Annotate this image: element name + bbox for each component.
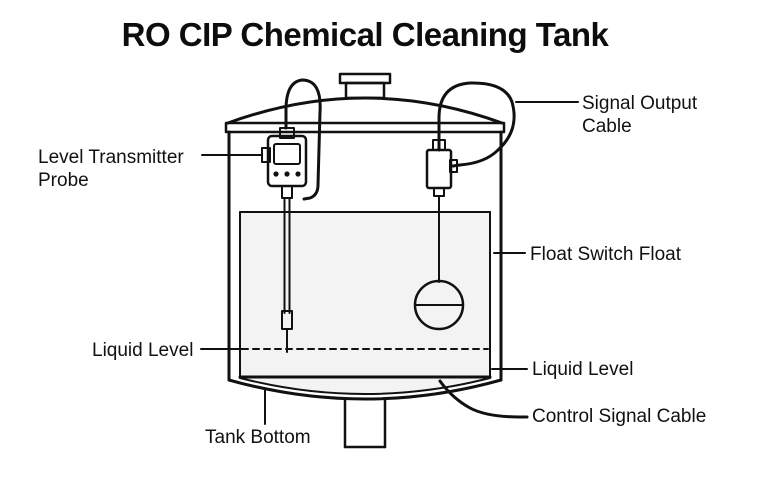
label-line: Cable: [582, 116, 632, 137]
label-signal-output-cable: Signal Output Cable: [582, 92, 697, 138]
label-tank-bottom: Tank Bottom: [205, 427, 311, 448]
tank-rim: [224, 121, 506, 134]
liquid-volume: [238, 211, 492, 395]
tank-shell: [227, 130, 503, 401]
float-switch: [413, 81, 516, 331]
label-level-transmitter-probe: Level Transmitter Probe: [38, 146, 184, 192]
label-liquid-level-left: Liquid Level: [92, 340, 194, 361]
level-transmitter: [261, 78, 322, 353]
control-signal-cable: [438, 379, 529, 419]
label-line: Level Transmitter: [38, 147, 184, 168]
diagram-title: RO CIP Chemical Cleaning Tank: [121, 16, 609, 53]
tank-lid: [226, 96, 504, 125]
label-liquid-level-right: Liquid Level: [532, 359, 634, 380]
label-line: Signal Output: [582, 93, 698, 114]
top-nozzle: [338, 72, 392, 100]
label-line: Probe: [38, 170, 89, 191]
leader-lines: [200, 101, 579, 425]
label-float-switch-float: Float Switch Float: [530, 244, 681, 265]
bottom-outlet: [343, 398, 387, 449]
label-control-signal-cable: Control Signal Cable: [532, 406, 707, 427]
